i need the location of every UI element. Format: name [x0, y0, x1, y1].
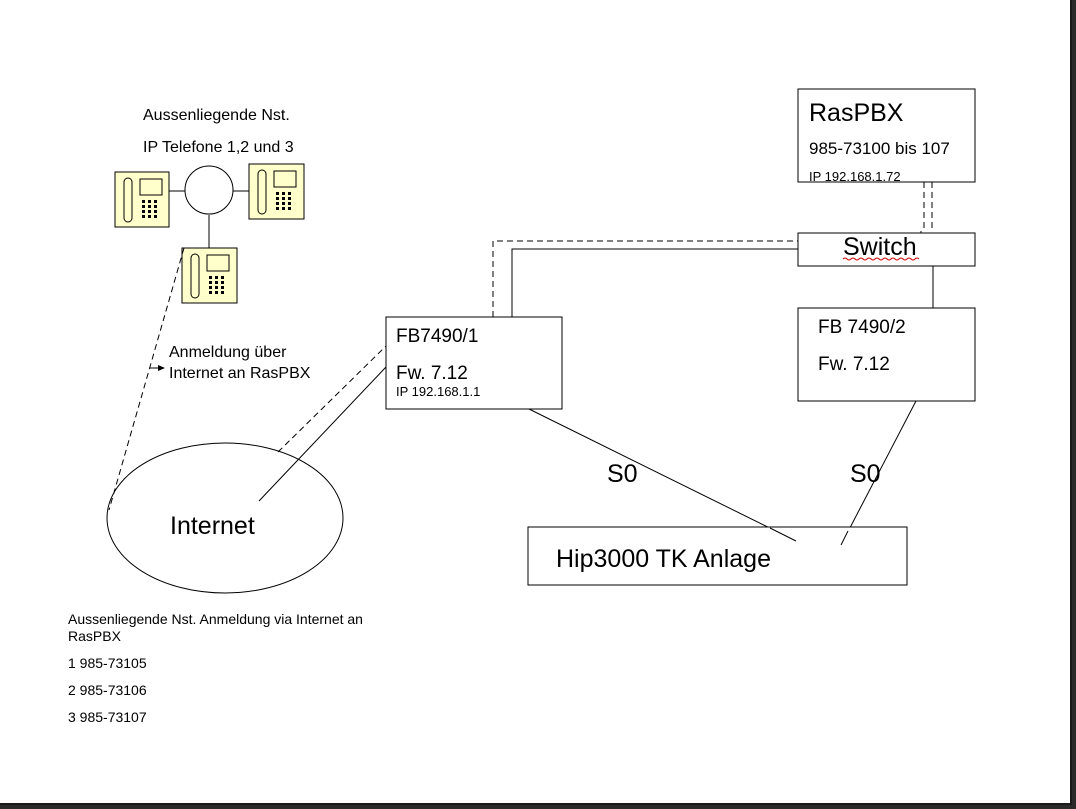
- ip-phone-icon: [181, 247, 238, 304]
- registration-arrow: [150, 365, 165, 371]
- fritzbox-1-ip: IP 192.168.1.1: [396, 384, 480, 399]
- fritzbox-2-node: FB 7490/2 Fw. 7.12: [797, 307, 976, 402]
- fb1-switch-dashed-link: [492, 240, 842, 317]
- remote-extensions-title: Aussenliegende Nst.: [143, 107, 290, 124]
- fb2-tk-s0-link: [840, 400, 917, 546]
- s0-label-left: S0: [607, 460, 638, 488]
- registration-note-line1: Anmeldung über: [169, 344, 287, 361]
- fritzbox-1-name: FB7490/1: [396, 326, 478, 347]
- notes-extension-1: 1 985-73105: [68, 655, 147, 671]
- s0-label-right: S0: [850, 460, 881, 488]
- switch-node: Switch: [797, 232, 976, 267]
- spellcheck-underline: [842, 257, 920, 261]
- internet-cloud: [106, 442, 344, 594]
- remote-phones-label: IP Telefone 1,2 und 3: [143, 139, 294, 156]
- fritzbox-2-firmware: Fw. 7.12: [818, 354, 890, 375]
- registration-note-line2: Internet an RasPBX: [169, 365, 311, 382]
- raspbx-node: RasPBX 985-73100 bis 107 IP 192.168.1.72: [797, 88, 976, 184]
- phones-internet-dashed-link: [108, 247, 185, 511]
- fb1-switch-link: [511, 248, 842, 317]
- notes-title-line1: Aussenliegende Nst. Anmeldung via Intern…: [68, 611, 363, 627]
- raspbx-name: RasPBX: [809, 99, 904, 127]
- raspbx-number-range: 985-73100 bis 107: [809, 139, 950, 158]
- fritzbox-2-name: FB 7490/2: [818, 317, 906, 338]
- notes-extension-2: 2 985-73106: [68, 682, 147, 698]
- notes-extension-3: 3 985-73107: [68, 709, 147, 725]
- remote-extensions-notes: Aussenliegende Nst. Anmeldung via Intern…: [68, 611, 363, 725]
- fritzbox-1-firmware: Fw. 7.12: [396, 363, 468, 384]
- ip-phone-icon: [248, 163, 305, 220]
- phone-hub: [169, 165, 249, 248]
- internet-fb1-link: [258, 366, 387, 502]
- tk-system-node: Hip3000 TK Anlage: [527, 526, 908, 586]
- raspbx-ip: IP 192.168.1.72: [809, 169, 901, 184]
- switch-label: Switch: [843, 233, 917, 261]
- internet-fb1-dashed-link: [277, 345, 387, 453]
- tk-system-label: Hip3000 TK Anlage: [556, 545, 771, 573]
- fb1-tk-s0-link: [528, 408, 797, 542]
- ip-phone-icon: [114, 171, 170, 228]
- notes-title-line2: RasPBX: [68, 628, 122, 644]
- fritzbox-1-node: FB7490/1 Fw. 7.12 IP 192.168.1.1: [385, 316, 563, 410]
- internet-label: Internet: [170, 512, 255, 540]
